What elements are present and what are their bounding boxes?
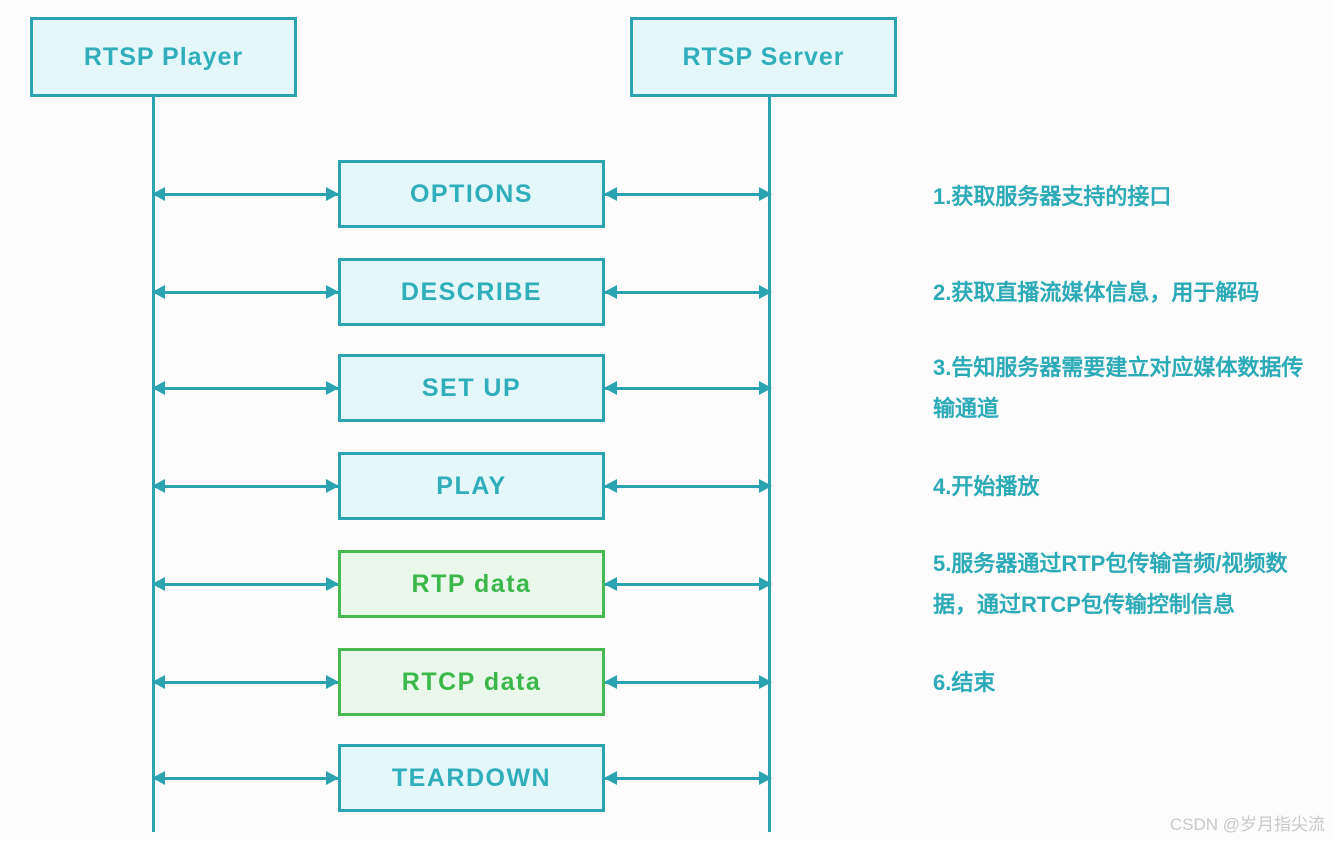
bidirectional-arrow-left (153, 387, 338, 390)
message-label: SET UP (421, 373, 522, 402)
bidirectional-arrow-right (605, 485, 771, 488)
bidirectional-arrow-right (605, 193, 771, 196)
bidirectional-arrow-left (153, 777, 338, 780)
message-label: TEARDOWN (391, 763, 552, 792)
bidirectional-arrow-right (605, 583, 771, 586)
server-lifeline (768, 97, 771, 832)
bidirectional-arrow-right (605, 291, 771, 294)
message-box-setup: SET UP (338, 354, 605, 422)
bidirectional-arrow-left (153, 485, 338, 488)
message-label: OPTIONS (409, 179, 533, 208)
message-row-setup: SET UP (0, 354, 1333, 422)
message-box-describe: DESCRIBE (338, 258, 605, 326)
note-step-3: 3.告知服务器需要建立对应媒体数据传输通道 (933, 355, 1304, 421)
bidirectional-arrow-right (605, 681, 771, 684)
bidirectional-arrow-right (605, 777, 771, 780)
message-row-options: OPTIONS (0, 160, 1333, 228)
message-row-play: PLAY (0, 452, 1333, 520)
message-box-play: PLAY (338, 452, 605, 520)
actor-box-rtsp-server: RTSP Server (630, 17, 897, 97)
bidirectional-arrow-left (153, 193, 338, 196)
bidirectional-arrow-right (605, 387, 771, 390)
message-label: PLAY (436, 471, 507, 500)
actor-label-server: RTSP Server (682, 42, 845, 71)
note-step-6: 6.结束 (933, 670, 996, 695)
bidirectional-arrow-left (153, 583, 338, 586)
note-step-4: 4.开始播放 (933, 474, 1040, 499)
message-label: RTCP data (401, 667, 542, 696)
message-box-rtcp-data: RTCP data (338, 648, 605, 716)
message-row-describe: DESCRIBE (0, 258, 1333, 326)
bidirectional-arrow-left (153, 681, 338, 684)
player-lifeline (152, 97, 155, 832)
actor-box-rtsp-player: RTSP Player (30, 17, 297, 97)
message-row-rtcp-data: RTCP data (0, 648, 1333, 716)
watermark: CSDN @岁月指尖流 (1169, 815, 1325, 834)
actor-label-player: RTSP Player (83, 42, 244, 71)
message-row-rtp-data: RTP data (0, 550, 1333, 618)
note-step-1: 1.获取服务器支持的接口 (933, 184, 1172, 209)
message-box-rtp-data: RTP data (338, 550, 605, 618)
message-row-teardown: TEARDOWN (0, 744, 1333, 812)
message-box-teardown: TEARDOWN (338, 744, 605, 812)
message-label: DESCRIBE (400, 277, 543, 306)
message-box-options: OPTIONS (338, 160, 605, 228)
message-label: RTP data (411, 569, 532, 598)
note-step-5: 5.服务器通过RTP包传输音频/视频数据，通过RTCP包传输控制信息 (933, 551, 1288, 617)
note-step-2: 2.获取直播流媒体信息，用于解码 (933, 280, 1260, 305)
bidirectional-arrow-left (153, 291, 338, 294)
